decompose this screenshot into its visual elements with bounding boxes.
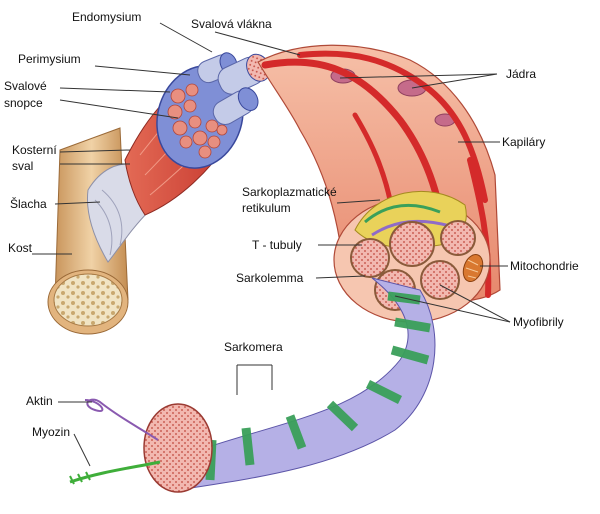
label-kosterni-sval-line2: sval — [12, 159, 34, 173]
label-aktin: Aktin — [26, 394, 53, 408]
myofibril — [143, 277, 436, 493]
label-myofibrily: Myofibrily — [513, 315, 564, 329]
filaments — [69, 398, 161, 485]
label-sarkoplazmaticke-retikulum-line1: Sarkoplazmatické — [242, 185, 337, 199]
label-perimysium: Perimysium — [18, 52, 81, 66]
leader-lines — [32, 22, 511, 467]
label-slacha: Šlacha — [10, 197, 47, 211]
label-kapilary: Kapiláry — [502, 135, 546, 149]
label-myozin: Myozin — [32, 425, 71, 439]
label-sarkomera: Sarkomera — [224, 340, 283, 354]
label-kosterni-sval-line1: Kosterní — [12, 143, 57, 157]
fascicles — [197, 52, 271, 126]
label-svalove-snopce-line2: snopce — [4, 96, 43, 110]
label-svalove-snopce-line1: Svalové — [4, 79, 47, 93]
label-sarkoplazmaticke-retikulum-line2: retikulum — [242, 201, 291, 215]
label-endomysium: Endomysium — [72, 10, 142, 24]
muscle-cross-section — [156, 65, 244, 169]
label-t-tubuly: T - tubuly — [252, 238, 302, 252]
label-jadra: Jádra — [506, 67, 537, 81]
label-mitochondrie: Mitochondrie — [510, 259, 579, 273]
label-svalova-vlakna: Svalová vlákna — [191, 17, 272, 31]
label-sarkolemma: Sarkolemma — [236, 271, 304, 285]
label-kost: Kost — [8, 241, 33, 255]
